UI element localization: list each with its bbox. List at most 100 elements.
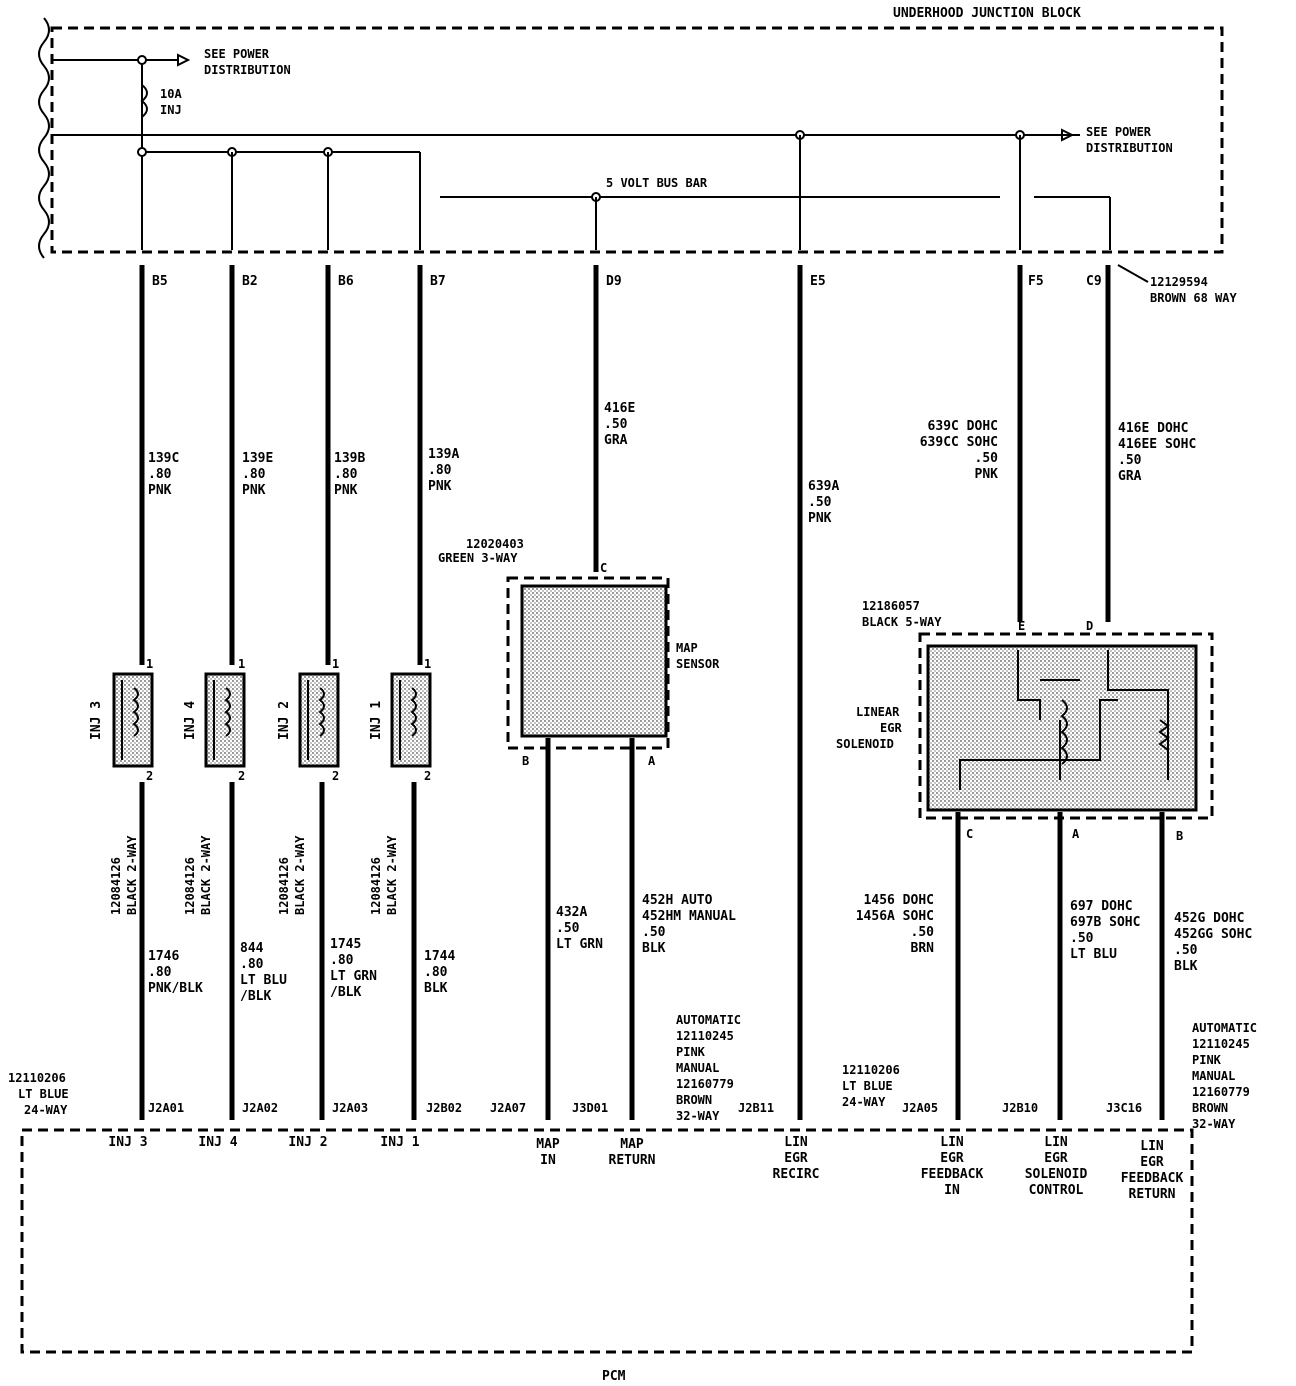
svg-text:J3C16: J3C16 — [1106, 1101, 1142, 1115]
svg-text:BLACK 2-WAY: BLACK 2-WAY — [293, 835, 307, 915]
egr-label-3: SOLENOID — [836, 737, 894, 751]
svg-text:FEEDBACK: FEEDBACK — [921, 1167, 984, 1182]
svg-text:RETURN: RETURN — [1129, 1187, 1176, 1202]
svg-text:2: 2 — [146, 769, 153, 783]
svg-text:PINK: PINK — [1192, 1053, 1222, 1067]
svg-text:639CC SOHC: 639CC SOHC — [920, 435, 998, 450]
map-pin-c: C — [600, 561, 607, 575]
egr-connector-part: 12186057 — [862, 599, 920, 613]
injector-label: INJ 2 — [277, 701, 292, 740]
pin-b6: B6 — [338, 274, 354, 289]
injector-inj2: 1 2 INJ 2 — [277, 657, 340, 783]
svg-text:FEEDBACK: FEEDBACK — [1121, 1171, 1184, 1186]
svg-text:12084126: 12084126 — [277, 857, 291, 915]
map-connector-part: 12020403 — [466, 537, 524, 551]
pcm-title: PCM — [602, 1369, 626, 1384]
svg-text:BROWN: BROWN — [676, 1093, 712, 1107]
svg-text:SOLENOID: SOLENOID — [1025, 1167, 1088, 1182]
svg-text:BLK: BLK — [642, 941, 666, 956]
svg-text:J2B10: J2B10 — [1002, 1101, 1038, 1115]
svg-text:RECIRC: RECIRC — [773, 1167, 820, 1182]
svg-text:LT BLUE: LT BLUE — [842, 1079, 893, 1093]
svg-text:LIN: LIN — [784, 1135, 808, 1150]
linear-egr-solenoid — [926, 644, 1198, 812]
map-label-2: SENSOR — [676, 657, 720, 671]
egr-pin-a: A — [1072, 827, 1080, 841]
junction-connector-part: 12129594 — [1150, 275, 1208, 289]
svg-text:24-WAY: 24-WAY — [24, 1103, 68, 1117]
svg-text:J2A05: J2A05 — [902, 1101, 938, 1115]
svg-text:639A: 639A — [808, 479, 839, 494]
svg-text:EGR: EGR — [1140, 1155, 1164, 1170]
svg-text:LIN: LIN — [1140, 1139, 1164, 1154]
svg-text:1745: 1745 — [330, 937, 361, 952]
svg-text:EGR: EGR — [1044, 1151, 1068, 1166]
svg-text:IN: IN — [944, 1183, 960, 1198]
svg-text:LT BLUE: LT BLUE — [18, 1087, 69, 1101]
junction-connector-desc: BROWN 68 WAY — [1150, 291, 1237, 305]
egr-pin-c: C — [966, 827, 973, 841]
pcm-pin-ids: J2A01 J2A02 J2A03 J2B02 J2A07 J3D01 J2B1… — [148, 1101, 1142, 1115]
svg-text:432A: 432A — [556, 905, 587, 920]
svg-text:LIN: LIN — [1044, 1135, 1068, 1150]
solenoid-internal-icon — [959, 650, 1169, 790]
svg-text:LT BLU: LT BLU — [1070, 947, 1117, 962]
svg-text:J2B02: J2B02 — [426, 1101, 462, 1115]
svg-text:139E: 139E — [242, 451, 273, 466]
svg-text:INJ 1: INJ 1 — [380, 1135, 419, 1150]
svg-text:.50: .50 — [556, 921, 580, 936]
svg-text:BLACK 2-WAY: BLACK 2-WAY — [199, 835, 213, 915]
svg-text:12110206: 12110206 — [8, 1071, 66, 1085]
svg-text:1746: 1746 — [148, 949, 179, 964]
svg-text:PNK: PNK — [808, 511, 832, 526]
coil-icon — [224, 687, 231, 737]
svg-text:.80: .80 — [428, 463, 452, 478]
svg-text:BRN: BRN — [911, 941, 935, 956]
map-connector-desc: GREEN 3-WAY — [438, 551, 518, 565]
svg-text:BLK: BLK — [424, 981, 448, 996]
svg-text:BLACK 2-WAY: BLACK 2-WAY — [125, 835, 139, 915]
svg-text:GRA: GRA — [1118, 469, 1142, 484]
svg-text:GRA: GRA — [604, 433, 628, 448]
svg-text:BROWN: BROWN — [1192, 1101, 1228, 1115]
svg-text:CONTROL: CONTROL — [1029, 1183, 1084, 1198]
injector-label: INJ 3 — [89, 701, 104, 740]
svg-text:12160779: 12160779 — [676, 1077, 734, 1091]
pin-f5: F5 — [1028, 274, 1044, 289]
svg-text:.50: .50 — [808, 495, 832, 510]
egr-label-1: LINEAR — [856, 705, 900, 719]
svg-text:.50: .50 — [1070, 931, 1094, 946]
svg-text:.80: .80 — [148, 467, 172, 482]
pcm-connector-mid: AUTOMATIC 12110245 PINK MANUAL 12160779 … — [676, 1013, 741, 1123]
svg-text:LIN: LIN — [940, 1135, 964, 1150]
svg-text:.80: .80 — [330, 953, 354, 968]
svg-text:J2A07: J2A07 — [490, 1101, 526, 1115]
svg-text:2: 2 — [424, 769, 431, 783]
svg-text:24-WAY: 24-WAY — [842, 1095, 886, 1109]
svg-text:AUTOMATIC: AUTOMATIC — [1192, 1021, 1257, 1035]
svg-text:12110245: 12110245 — [676, 1029, 734, 1043]
arrow-right-icon — [177, 53, 191, 67]
splice-dot — [137, 147, 147, 157]
svg-text:BLK: BLK — [1174, 959, 1198, 974]
svg-text:1: 1 — [332, 657, 339, 671]
svg-text:MANUAL: MANUAL — [676, 1061, 719, 1075]
pcm-circuit-labels: INJ 3 INJ 4 INJ 2 INJ 1 MAP IN MAP RETUR… — [108, 1135, 1183, 1202]
svg-text:416E: 416E — [604, 401, 635, 416]
svg-text:J2A03: J2A03 — [332, 1101, 368, 1115]
svg-text:1456A SOHC: 1456A SOHC — [856, 909, 934, 924]
pcm-block — [20, 1128, 1194, 1354]
svg-text:BLACK 2-WAY: BLACK 2-WAY — [385, 835, 399, 915]
svg-text:416EE SOHC: 416EE SOHC — [1118, 437, 1196, 452]
svg-text:AUTOMATIC: AUTOMATIC — [676, 1013, 741, 1027]
svg-text:697 DOHC: 697 DOHC — [1070, 899, 1133, 914]
svg-text:32-WAY: 32-WAY — [1192, 1117, 1236, 1131]
coil-icon — [410, 687, 417, 737]
